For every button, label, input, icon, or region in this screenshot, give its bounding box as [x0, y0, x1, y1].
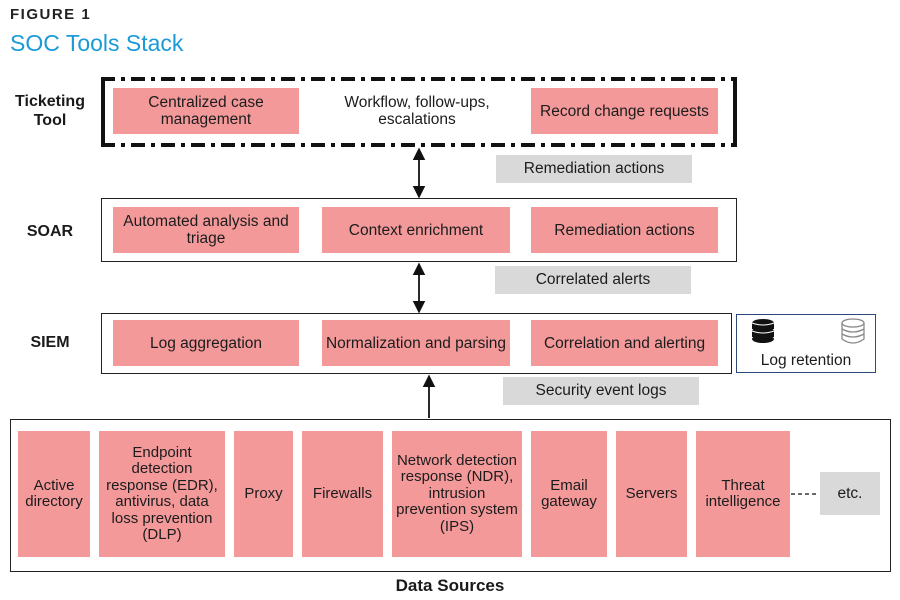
source-active-directory: Active directory: [18, 431, 90, 557]
soar-item-remediation: Remediation actions: [531, 207, 718, 253]
siem-item-log-aggregation: Log aggregation: [113, 320, 299, 366]
flow-label-correlated: Correlated alerts: [495, 266, 691, 294]
source-email-gateway: Email gateway: [531, 431, 607, 557]
soar-label: SOAR: [26, 223, 74, 240]
soar-item-context-enrichment: Context enrichment: [322, 207, 510, 253]
database-icon-outline: [841, 318, 865, 344]
source-servers: Servers: [616, 431, 687, 557]
page-title: SOC Tools Stack: [10, 30, 184, 56]
source-ndr-ips: Network detection response (NDR), intrus…: [392, 431, 522, 557]
soar-item-analysis-triage: Automated analysis and triage: [113, 207, 299, 253]
flow-label-security-logs: Security event logs: [503, 377, 699, 405]
siem-item-normalization: Normalization and parsing: [322, 320, 510, 366]
flow-label-remediation: Remediation actions: [496, 155, 692, 183]
ticketing-item-workflow: Workflow, follow-ups, escalations: [344, 94, 490, 128]
source-edr: Endpoint detection response (EDR), antiv…: [99, 431, 225, 557]
siem-label: SIEM: [30, 334, 70, 351]
log-retention-label: Log retention: [760, 352, 852, 369]
ticketing-label: Ticketing Tool: [15, 93, 85, 129]
source-threat-intelligence: Threat intelligence: [696, 431, 790, 557]
ticketing-item-case-management: Centralized case management: [113, 88, 299, 134]
source-etc: etc.: [820, 472, 880, 515]
siem-item-correlation: Correlation and alerting: [531, 320, 718, 366]
figure-label: FIGURE 1: [10, 6, 92, 23]
source-firewalls: Firewalls: [302, 431, 383, 557]
data-sources-label: Data Sources: [395, 576, 505, 595]
source-proxy: Proxy: [234, 431, 293, 557]
database-icon-filled: [751, 319, 775, 343]
ticketing-item-change-requests: Record change requests: [531, 88, 718, 134]
